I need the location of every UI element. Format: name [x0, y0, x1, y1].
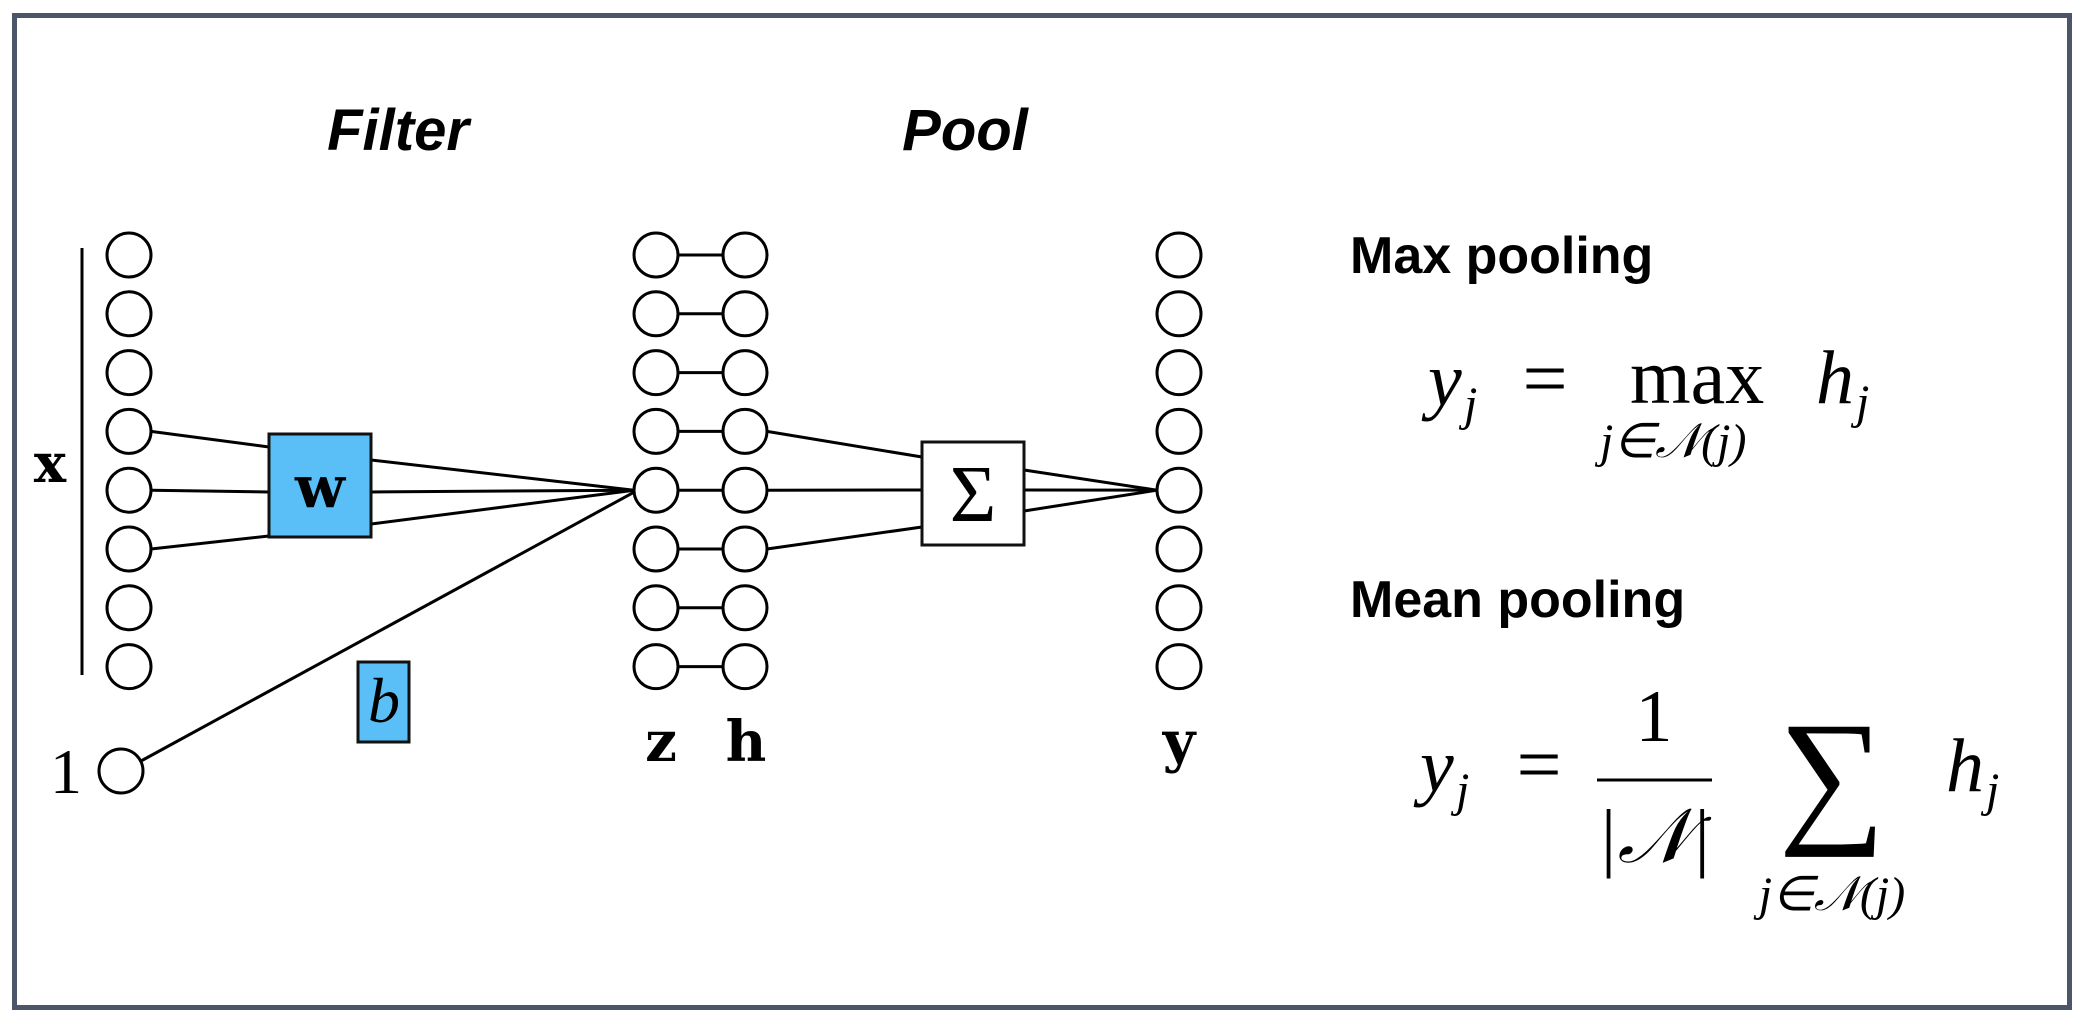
bias-box: b [356, 660, 411, 744]
z-node [632, 466, 680, 514]
h-to-pool-edge [766, 525, 923, 551]
max-rhs: h [1816, 336, 1854, 420]
x-to-filter-edge [150, 429, 270, 449]
sum-symbol: Σ [950, 451, 997, 539]
y-node [1155, 290, 1203, 338]
filter-weight-box: w [267, 432, 373, 539]
x-node [105, 349, 153, 397]
x-node [105, 643, 153, 691]
mean-lhs: y [1413, 724, 1454, 808]
y-layer-label: y [1162, 709, 1197, 775]
z-node [632, 231, 680, 279]
filter-to-z-edge [370, 488, 635, 526]
filter-title: Filter [327, 98, 472, 163]
max-operator: max [1630, 333, 1764, 420]
h-node [721, 466, 769, 514]
h-node [721, 231, 769, 279]
max-pooling-heading: Max pooling [1350, 227, 1653, 285]
bias-to-z-edge [140, 490, 635, 763]
mean-denominator: |𝒩| [1597, 795, 1713, 879]
mean-numerator: 1 [1636, 676, 1673, 758]
z-node [632, 584, 680, 632]
z-node [632, 290, 680, 338]
edges [140, 253, 1158, 763]
y-node [1155, 231, 1203, 279]
z-node [632, 407, 680, 455]
h-node [721, 407, 769, 455]
z-node [632, 643, 680, 691]
x-node [105, 466, 153, 514]
x-node [105, 525, 153, 573]
z-node [632, 349, 680, 397]
y-node [1155, 407, 1203, 455]
x-to-filter-edge [150, 534, 270, 551]
h-node [721, 525, 769, 573]
mean-sum-operator: ∑ [1779, 692, 1886, 858]
y-node [1155, 466, 1203, 514]
max-equals: = [1522, 335, 1567, 423]
mean-equals: = [1516, 721, 1561, 809]
x-layer-label: x [34, 431, 67, 495]
x-to-filter-edge [150, 488, 270, 494]
mean-rhs: h [1946, 724, 1984, 808]
x-node [105, 290, 153, 338]
weight-label: w [294, 453, 347, 521]
mean-pooling-heading: Mean pooling [1350, 571, 1685, 629]
h-to-pool-edge [766, 429, 923, 459]
filter-to-z-edge [370, 458, 635, 492]
pool-sum-box: Σ [920, 440, 1026, 547]
h-node [721, 584, 769, 632]
bias-input-label: 1 [50, 736, 82, 807]
nodes [97, 231, 1203, 795]
z-node [632, 525, 680, 573]
pool-to-y-edge [1023, 488, 1158, 513]
mean-pooling-formula: y j = 1 |𝒩| ∑ j∈𝒩(j) h j [1413, 676, 1999, 921]
h-layer-label: h [726, 709, 767, 775]
pool-to-y-edge [1023, 468, 1158, 492]
x-node [105, 231, 153, 279]
h-node [721, 349, 769, 397]
h-node [721, 643, 769, 691]
filter-to-z-edge [370, 488, 635, 494]
bias-label: b [368, 665, 400, 736]
pool-title: Pool [902, 98, 1030, 163]
max-operator-sub: j∈𝒩(j) [1594, 415, 1746, 468]
y-node [1155, 349, 1203, 397]
z-layer-label: z [645, 709, 677, 775]
mean-operator-sub: j∈𝒩(j) [1753, 868, 1905, 921]
max-lhs: y [1421, 338, 1462, 422]
bias-input-node [97, 747, 145, 795]
y-node [1155, 584, 1203, 632]
max-pooling-formula: y j = max j∈𝒩(j) h j [1421, 333, 1869, 468]
x-node [105, 407, 153, 455]
h-node [721, 290, 769, 338]
x-node [105, 584, 153, 632]
y-node [1155, 525, 1203, 573]
y-node [1155, 643, 1203, 691]
